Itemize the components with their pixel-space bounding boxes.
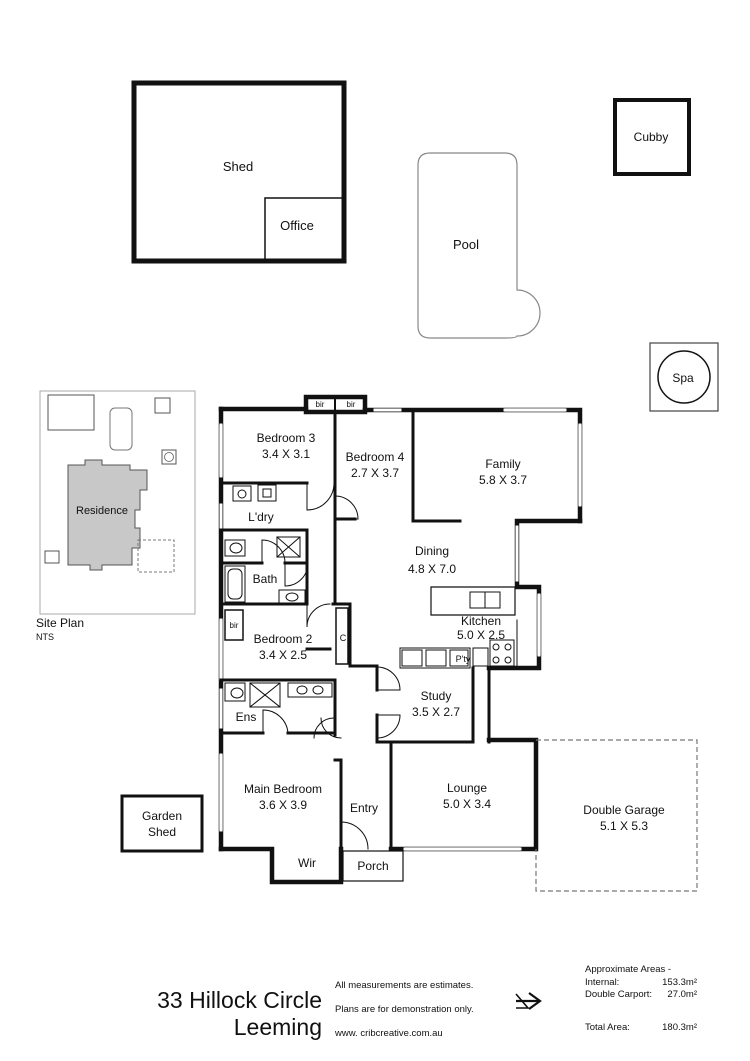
site-shed xyxy=(47,394,95,431)
wir-label: Wir xyxy=(298,856,316,870)
site-cubby xyxy=(154,397,171,414)
areas-heading-text: Approximate Areas - xyxy=(585,964,672,975)
house xyxy=(218,394,583,885)
internal-label: Internal: xyxy=(585,977,620,988)
address-line1: 33 Hillock Circle xyxy=(157,987,322,1013)
shed xyxy=(131,80,347,264)
office-label: Office xyxy=(280,218,314,233)
porch xyxy=(342,850,404,882)
laundry-label: L'dry xyxy=(248,510,274,524)
total-value: 180.3m² xyxy=(662,1022,697,1033)
areas-heading: Approximate Areas - xyxy=(585,964,697,975)
bedroom2-name: Bedroom 2 xyxy=(254,632,313,646)
main-bedroom-name: Main Bedroom xyxy=(244,782,322,796)
pool xyxy=(417,152,541,339)
internal-value: 153.3m² xyxy=(662,977,697,988)
bir-label-2: bir xyxy=(347,400,356,409)
study-name: Study xyxy=(421,689,452,703)
outbuildings: Shed Office Pool Cubby Spa Garden Shed xyxy=(120,80,719,853)
cubby-label: Cubby xyxy=(634,130,669,144)
north-arrow-icon xyxy=(515,992,542,1010)
site-plan-boundary xyxy=(39,390,196,615)
areas-internal: Internal: 153.3m² xyxy=(585,977,697,988)
carport-value: 27.0m² xyxy=(667,989,697,1000)
bedroom4-size: 2.7 X 3.7 xyxy=(351,466,399,480)
site-spa xyxy=(161,449,177,465)
site-pool xyxy=(109,407,133,451)
garden-shed xyxy=(120,794,204,853)
bedroom2-size: 3.4 X 2.5 xyxy=(259,648,307,662)
double-garage xyxy=(535,739,698,892)
garden-shed-label-1: Garden xyxy=(142,809,182,823)
cubby xyxy=(613,98,691,176)
lounge-name: Lounge xyxy=(447,781,487,795)
study-size: 3.5 X 2.7 xyxy=(412,705,460,719)
ensuite-label: Ens xyxy=(236,710,257,724)
pantry-label: P'ty xyxy=(456,654,471,664)
kitchen-name: Kitchen xyxy=(461,614,501,628)
site-plan-title: Site Plan xyxy=(36,616,84,630)
kitchen-size: 5.0 X 2.5 xyxy=(457,628,505,642)
family-size: 5.8 X 3.7 xyxy=(479,473,527,487)
areas-total: Total Area: 180.3m² xyxy=(585,1022,697,1033)
entry-label: Entry xyxy=(350,801,378,815)
dining-size: 4.8 X 7.0 xyxy=(408,562,456,576)
bir-label-1: bir xyxy=(316,400,325,409)
lounge-size: 5.0 X 3.4 xyxy=(443,797,491,811)
site-garden-shed xyxy=(44,550,60,564)
garage-size: 5.1 X 5.3 xyxy=(600,819,648,833)
spa xyxy=(649,342,719,412)
site-residence xyxy=(67,459,148,571)
bedroom4-name: Bedroom 4 xyxy=(346,450,405,464)
spa-label: Spa xyxy=(672,371,694,385)
porch-label: Porch xyxy=(357,859,388,873)
carport-label: Double Carport: xyxy=(585,989,653,1000)
family-name: Family xyxy=(485,457,520,471)
bedroom3-name: Bedroom 3 xyxy=(257,431,316,445)
cupboard-label: C xyxy=(340,633,347,643)
bedroom3-size: 3.4 X 3.1 xyxy=(262,447,310,461)
dining-name: Dining xyxy=(415,544,449,558)
note-estimates: All measurements are estimates. xyxy=(335,980,474,991)
site-residence-label: Residence xyxy=(76,505,128,517)
shed-label: Shed xyxy=(223,159,253,174)
garage-name: Double Garage xyxy=(583,803,665,817)
bir-label-3: bir xyxy=(230,621,239,630)
garden-shed-label-2: Shed xyxy=(148,825,176,839)
total-label: Total Area: xyxy=(585,1022,630,1033)
site-plan: Residence Site Plan NTS xyxy=(36,390,196,642)
address-line2: Leeming xyxy=(233,1014,322,1040)
note-demonstration: Plans are for demonstration only. xyxy=(335,1004,474,1015)
main-bedroom-size: 3.6 X 3.9 xyxy=(259,798,307,812)
site-plan-scale: NTS xyxy=(36,632,54,642)
room-labels: Bedroom 3 3.4 X 3.1 Bedroom 4 2.7 X 3.7 … xyxy=(230,400,665,873)
pool-label: Pool xyxy=(453,237,479,252)
note-website: www. cribcreative.com.au xyxy=(335,1028,443,1039)
bath-label: Bath xyxy=(253,572,278,586)
areas-carport: Double Carport: 27.0m² xyxy=(585,989,697,1000)
